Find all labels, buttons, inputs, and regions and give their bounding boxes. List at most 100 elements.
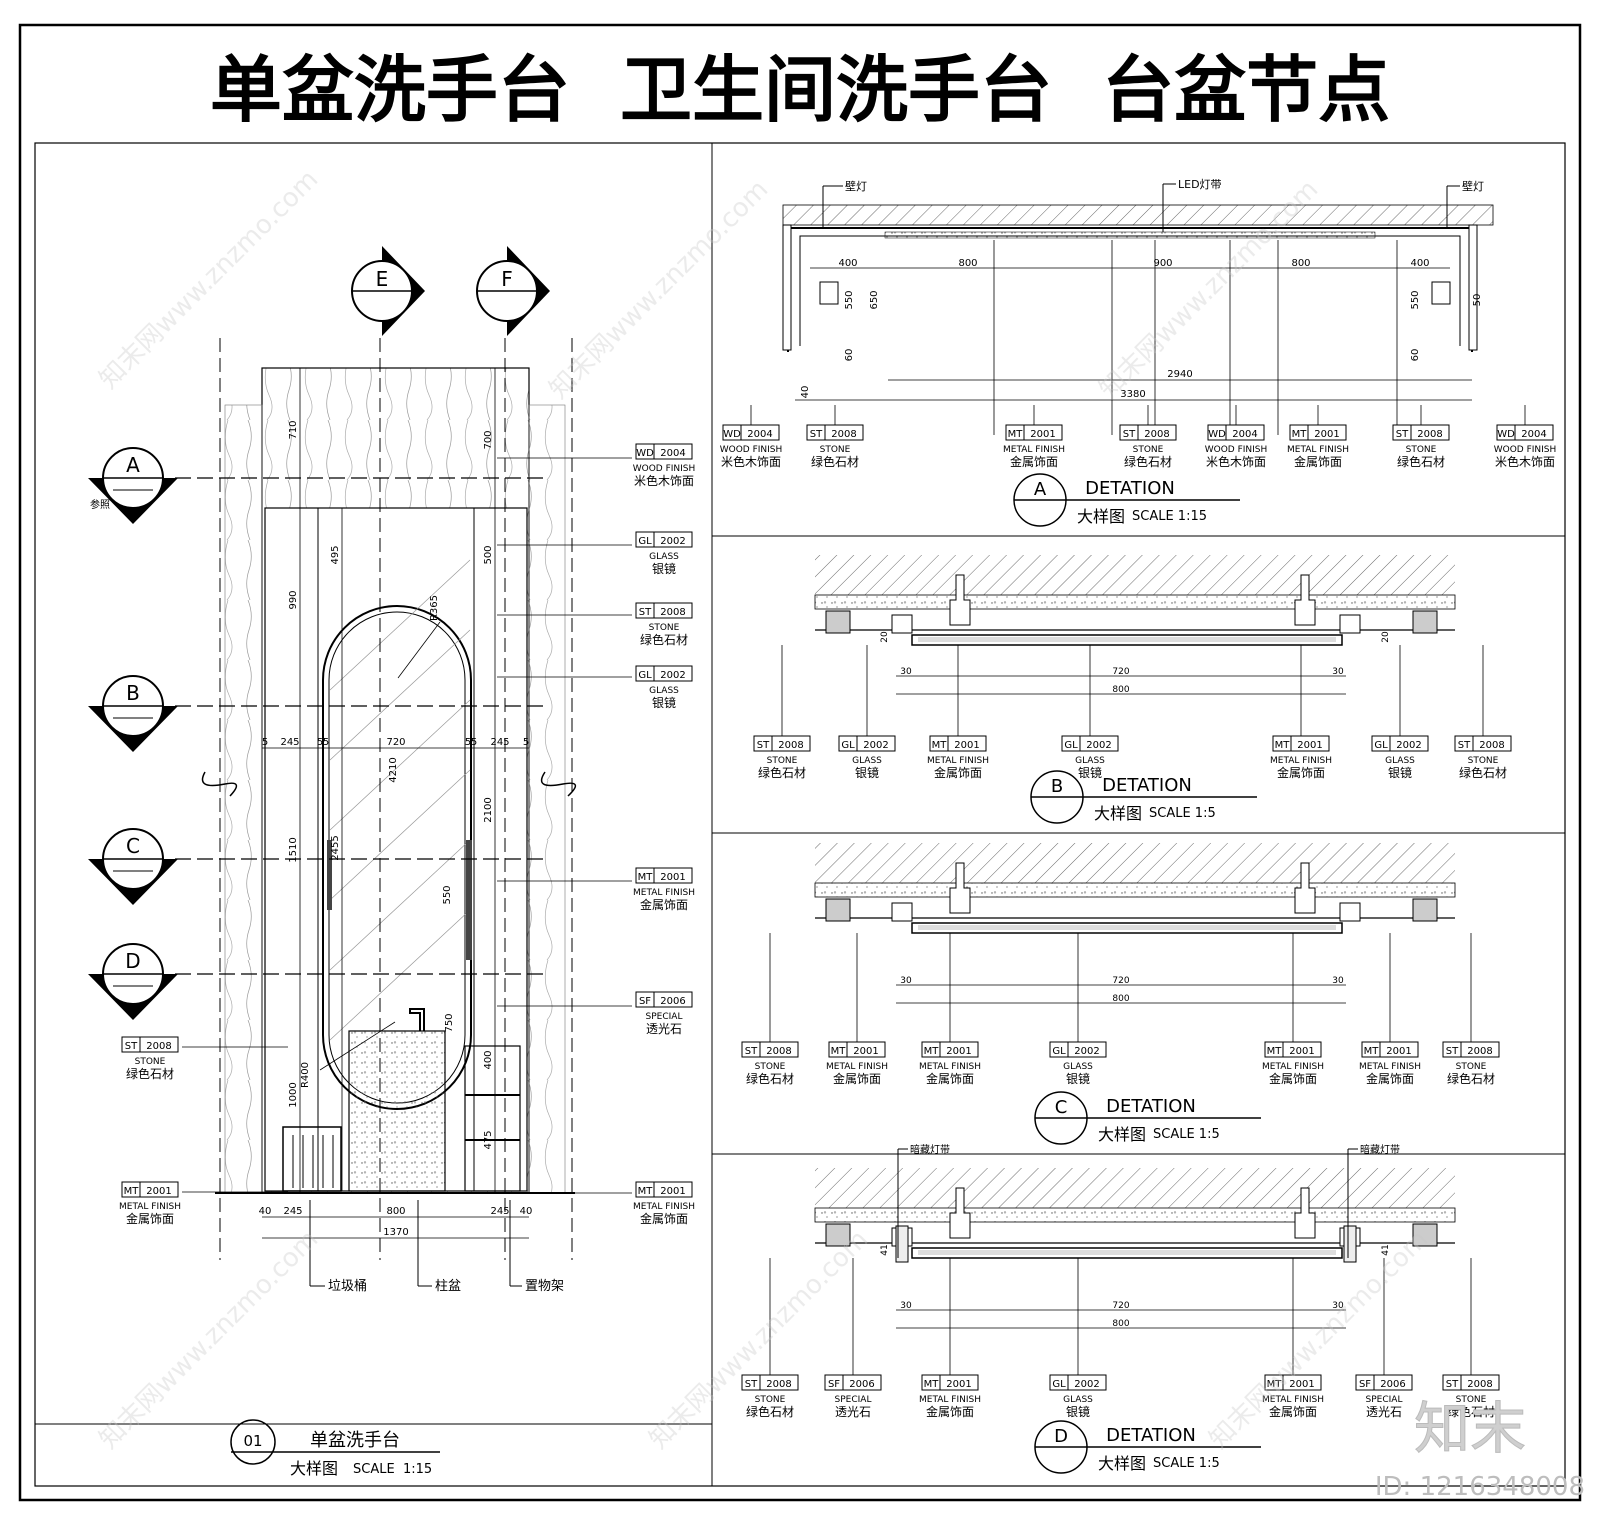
detail_c-tag-3-num: 2002 (1074, 1046, 1099, 1057)
elev-tag-right-1-cn: 银镜 (652, 561, 676, 576)
detail_b-tag-6-en: STONE (1468, 756, 1499, 766)
detail-a-dim-side-4: 60 (1410, 349, 1421, 362)
view-marker-e-label: E (376, 267, 389, 291)
detail-a-dim-small-0: 50 (1472, 294, 1483, 307)
elev-tag-right-5-num: 2006 (660, 996, 685, 1007)
detail_b-tag-1-cn: 银镜 (855, 765, 879, 780)
detail-a-led-strip (884, 231, 1376, 239)
detail_c-tag-4-en: METAL FINISH (1262, 1062, 1324, 1072)
elev-tag-right-3-cn: 银镜 (652, 695, 676, 710)
detail-a-dim-total: 3380 (1120, 389, 1145, 400)
detail_c-tag-5-num: 2001 (1386, 1046, 1411, 1057)
detail_d-dim-side-l: 41 (880, 1244, 890, 1255)
detail_d-tag-5-code: SF (1359, 1379, 1371, 1390)
detail-a-dim-top-1: 800 (958, 258, 977, 269)
detail_b-tag-0-num: 2008 (778, 740, 803, 751)
view-marker-e: E (351, 246, 425, 336)
detail_c-caption-en: DETATION (1106, 1096, 1196, 1117)
detail_d-dim-1: 720 (1112, 1301, 1129, 1311)
detail_d-caption-sub: 大样图 (1098, 1454, 1146, 1473)
detail-a-tag-1-cn: 绿色石材 (811, 454, 859, 469)
elev-tag-right-1-num: 2002 (660, 536, 685, 547)
detail-a-tag-1-en: STONE (820, 445, 851, 455)
detail_d-tag-1-code: SF (828, 1379, 840, 1390)
detail-d-label-hidden-led-left: 暗藏灯带 (910, 1143, 950, 1156)
detail-a-wall (782, 204, 1494, 226)
elev-dim-bottom-1: 245 (283, 1206, 302, 1217)
elev-dim-right-2: 2100 (483, 797, 494, 822)
detail_c-caption-scale: SCALE 1:5 (1153, 1127, 1220, 1142)
elev-tag-right-3-num: 2002 (660, 670, 685, 681)
reference-note: 参照 (90, 498, 110, 511)
detail_b-tag-5-code: GL (1374, 740, 1388, 751)
label-trash-bin: 垃圾桶 (328, 1279, 367, 1294)
elev-dim-width-4: 720 (386, 737, 405, 748)
detail_b-tag-1-en: GLASS (852, 756, 882, 766)
detail_c-tag-5-en: METAL FINISH (1359, 1062, 1421, 1072)
detail_c-caption-sub: 大样图 (1098, 1125, 1146, 1144)
detail_d-tag-2-num: 2001 (946, 1379, 971, 1390)
detail-a-lamp-right (1431, 281, 1451, 305)
detail_d-tag-1-num: 2006 (849, 1379, 874, 1390)
elev-tag-right-2-en: STONE (649, 623, 680, 633)
elev-tag-right-5-code: SF (639, 996, 651, 1007)
detail_b-tag-4-cn: 金属饰面 (1277, 765, 1325, 780)
elev-tag-right-0-cn: 米色木饰面 (634, 474, 694, 488)
detail_d-caption-scale: SCALE 1:5 (1153, 1456, 1220, 1471)
detail-a-lamp-left (819, 281, 839, 305)
detail_b-dim-side-r: 20 (1381, 631, 1391, 643)
detail_c-tag-1-en: METAL FINISH (826, 1062, 888, 1072)
detail_a-caption-sub: 大样图 (1077, 507, 1125, 526)
elev-tag-right-4-en: METAL FINISH (633, 888, 695, 898)
detail-a-side-right (1468, 224, 1478, 351)
elev-dim-width-1: 245 (280, 737, 299, 748)
section-marker-d-label: D (125, 949, 140, 973)
elev-tag-right-3-en: GLASS (649, 686, 679, 696)
caption-elevation-sub: 大样图 (290, 1459, 338, 1478)
detail_b-tag-3-en: GLASS (1075, 756, 1105, 766)
detail_b-tag-5-num: 2002 (1396, 740, 1421, 751)
detail-a-dim-side-0: 550 (844, 290, 855, 309)
elev-radius-top: R365 (429, 595, 440, 621)
detail_b-dim-side-l: 20 (880, 631, 890, 643)
detail_d-tag-0-cn: 绿色石材 (746, 1404, 794, 1419)
detail-a-tag-5-code: MT (1292, 429, 1308, 440)
elev-dim-mid-0: 495 (330, 545, 341, 564)
detail_c-tag-4-num: 2001 (1289, 1046, 1314, 1057)
detail-a-drawing (782, 204, 1494, 435)
detail_d-tag-3-cn: 银镜 (1066, 1404, 1090, 1419)
detail_b-tag-4-en: METAL FINISH (1270, 756, 1332, 766)
detail_c-tag-4-code: MT (1267, 1046, 1283, 1057)
detail_c-tag-0-cn: 绿色石材 (746, 1071, 794, 1086)
watermark-site-1: 知末网www.znzmo.com (94, 164, 325, 395)
detail_b-dim-0: 30 (900, 667, 912, 677)
detail_c-tag-0-en: STONE (755, 1062, 786, 1072)
section-marker-c: C (88, 828, 178, 905)
detail_d-dim-side-r: 41 (1381, 1244, 1391, 1255)
detail-a-tag-0-en: WOOD FINISH (720, 445, 783, 455)
elev-tag-right-6-code: MT (638, 1186, 654, 1197)
view-marker-f-label: F (501, 267, 513, 291)
detail-a-tag-6-cn: 绿色石材 (1397, 454, 1445, 469)
detail_c-caption-letter: C (1055, 1097, 1068, 1118)
elev-tag-right-2-code: ST (639, 607, 652, 618)
detail_c-tag-3-code: GL (1052, 1046, 1066, 1057)
detail-a-dim-top-3: 800 (1291, 258, 1310, 269)
label-pedestal-sink: 柱盆 (435, 1279, 461, 1294)
detail_c-tag-5-code: MT (1364, 1046, 1380, 1057)
elev-tag-right-3-code: GL (638, 670, 652, 681)
